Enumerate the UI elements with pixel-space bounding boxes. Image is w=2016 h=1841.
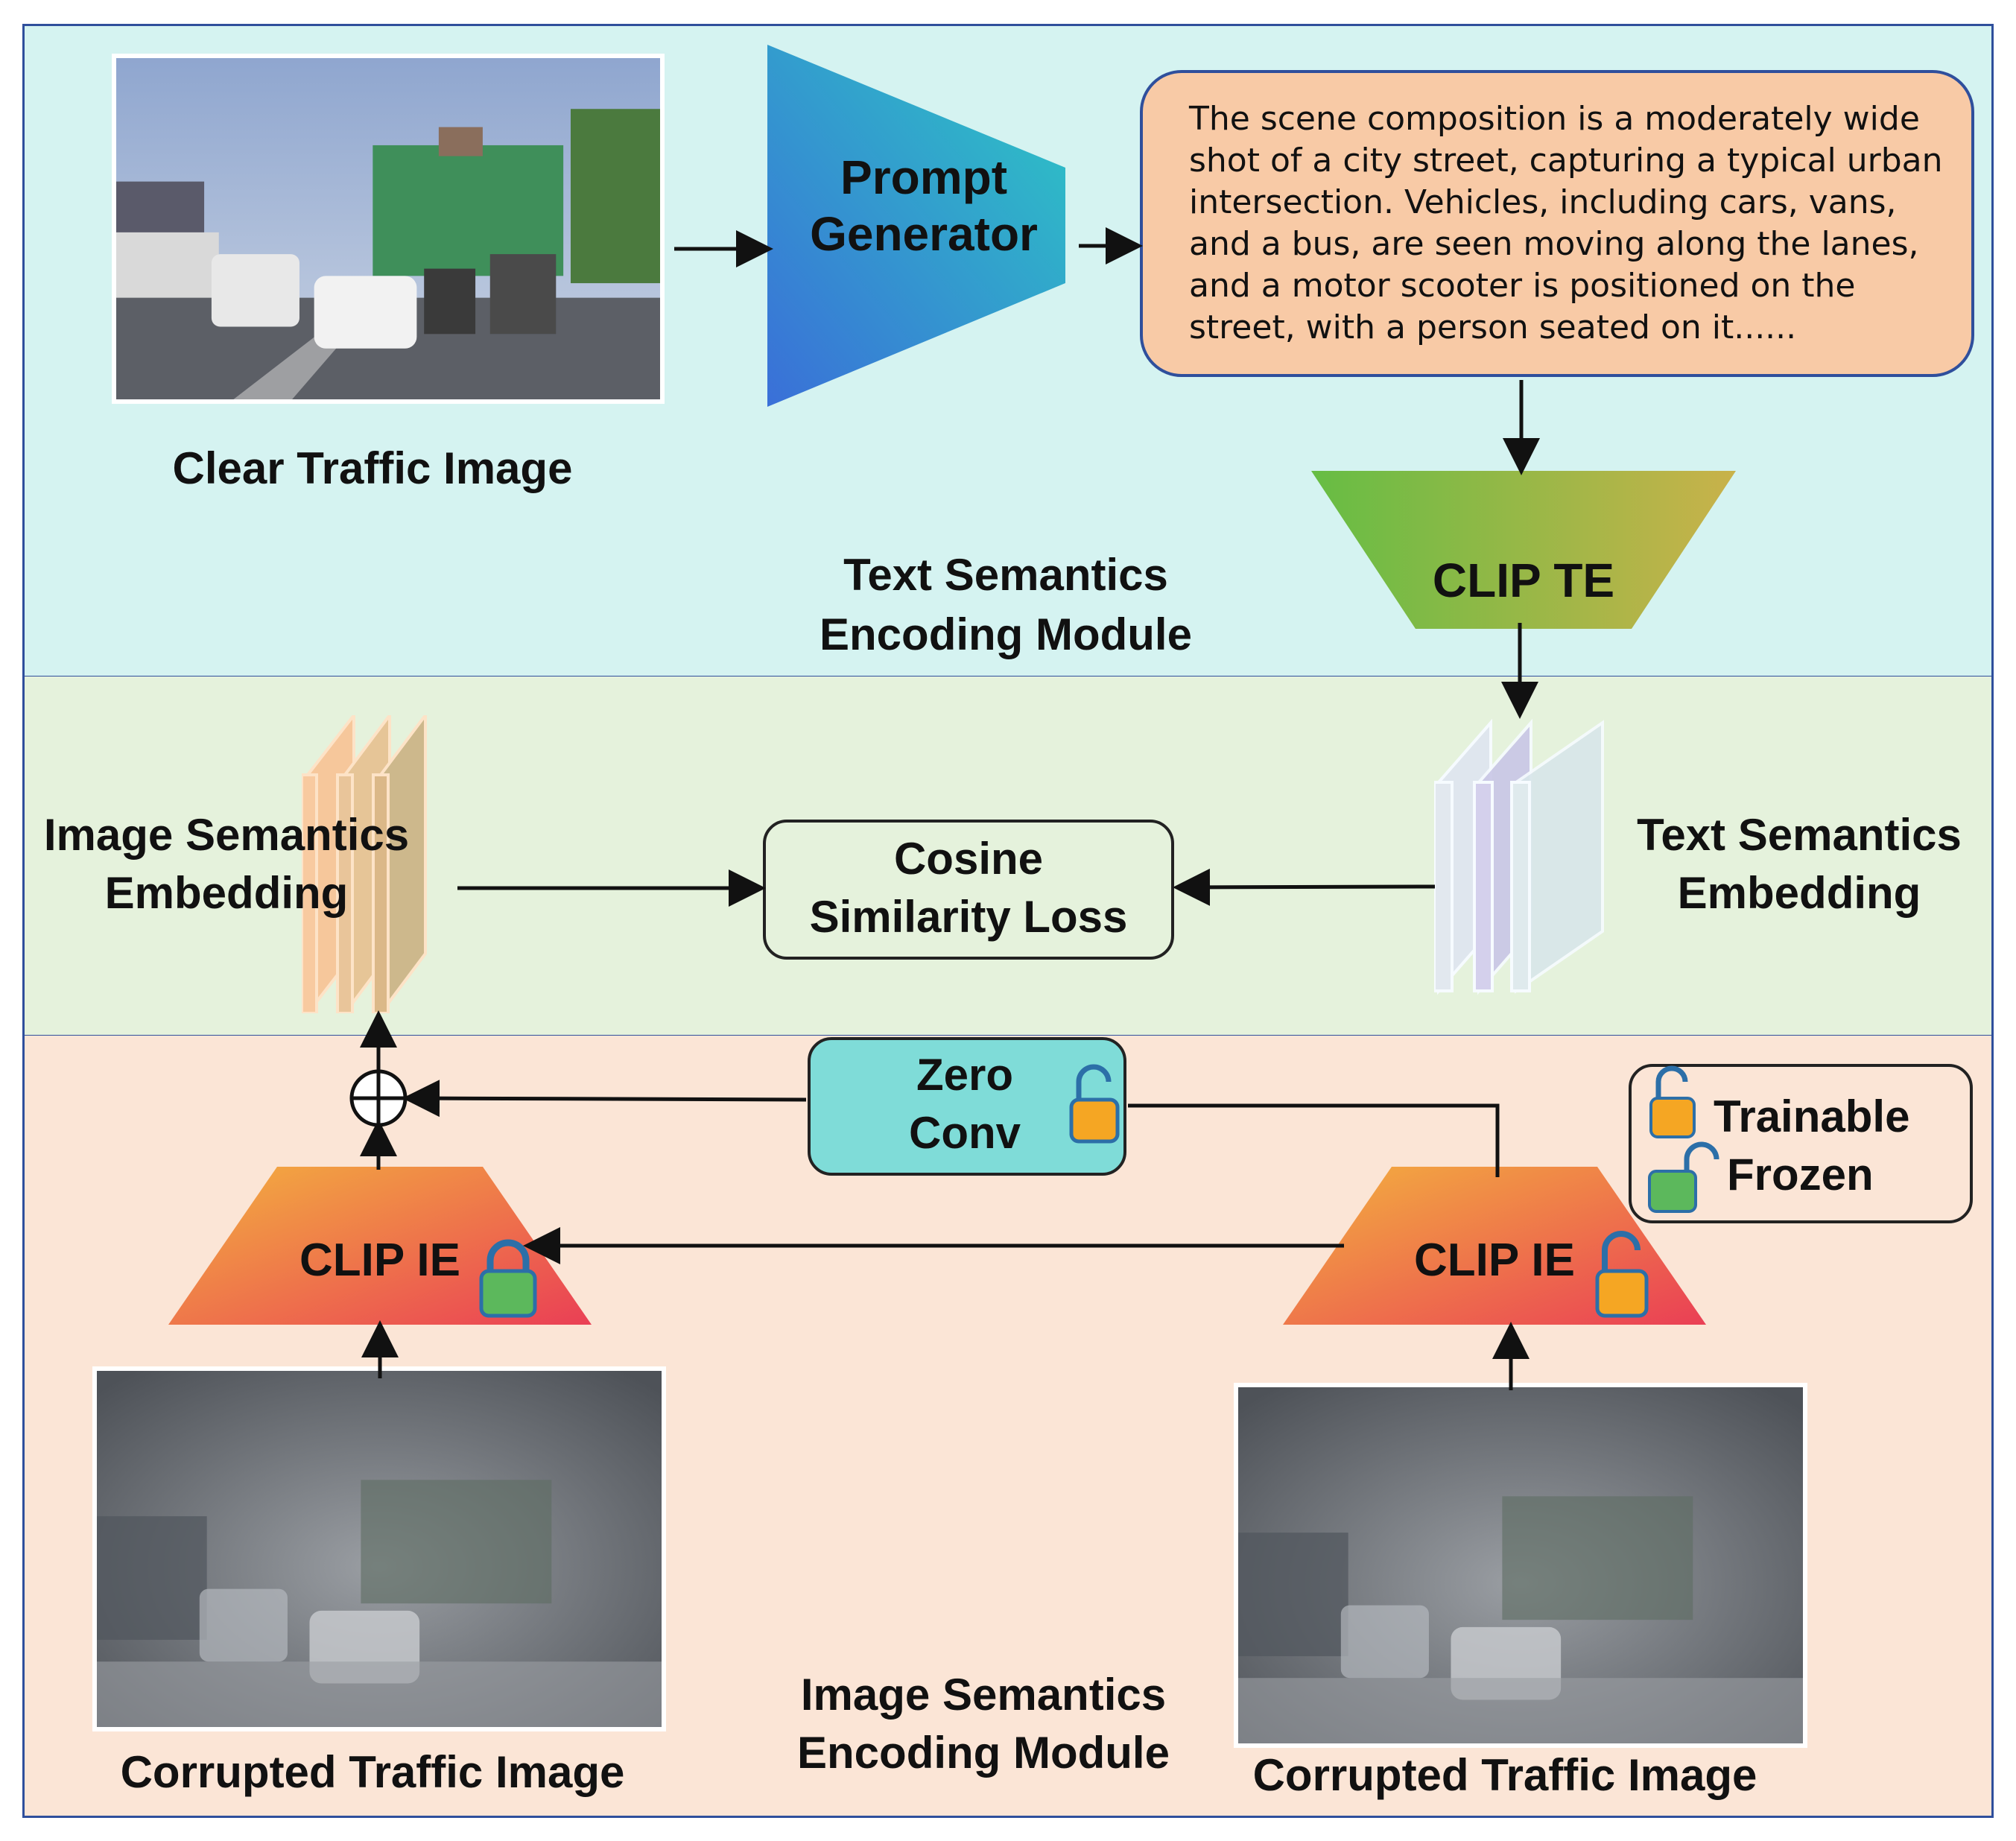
prompt-generator-label: Prompt Generator: [810, 150, 1038, 261]
unlocked-padlock-icon: [1649, 1065, 1696, 1138]
image-semantics-embedding-stack: [302, 715, 427, 1013]
text-slab-3: [1510, 720, 1604, 994]
clip-text-encoder: [1311, 471, 1736, 629]
zero-conv-label: Zero Conv: [909, 1050, 1021, 1158]
clip-te-label: CLIP TE: [1432, 554, 1615, 607]
scene-description-box: The scene composition is a moderately wi…: [1140, 70, 1974, 377]
image-module-title: Image Semantics Encoding Module: [797, 1670, 1170, 1778]
prompt-generator-block: [767, 45, 1065, 407]
locked-padlock-icon: [1648, 1141, 1719, 1213]
text-semantics-embedding-stack: [1434, 718, 1604, 995]
cosine-similarity-loss-box: [763, 820, 1174, 960]
legend-frozen-label: Frozen: [1727, 1150, 1874, 1200]
clip-ie-right-label: CLIP IE: [1414, 1235, 1575, 1286]
corrupted-traffic-image-right: [1234, 1383, 1807, 1748]
unlocked-padlock-icon: [1595, 1231, 1649, 1318]
corrupted-traffic-image-left: [92, 1366, 666, 1731]
image-embedding-label: Image Semantics Embedding: [43, 810, 410, 918]
clear-traffic-image: [112, 54, 665, 404]
corrupted-caption-right: Corrupted Traffic Image: [1252, 1750, 1757, 1800]
clear-image-caption: Clear Traffic Image: [172, 443, 573, 493]
corrupted-caption-left: Corrupted Traffic Image: [120, 1747, 625, 1797]
plus-circle-icon: [349, 1069, 408, 1127]
arrow-zeroconv-to-add: [402, 1080, 807, 1118]
text-embedding-label: Text Semantics Embedding: [1637, 810, 1962, 918]
connector-clipie-right-to-zeroconv: [1128, 1103, 1500, 1177]
unlocked-padlock-icon: [1069, 1064, 1120, 1144]
embedding-slab-3: [372, 715, 427, 1013]
clip-ie-left-label: CLIP IE: [299, 1235, 460, 1286]
cosine-label: Cosine Similarity Loss: [809, 834, 1128, 942]
text-module-title: Text Semantics Encoding Module: [820, 550, 1192, 659]
legend-trainable-label: Trainable: [1714, 1091, 1910, 1141]
